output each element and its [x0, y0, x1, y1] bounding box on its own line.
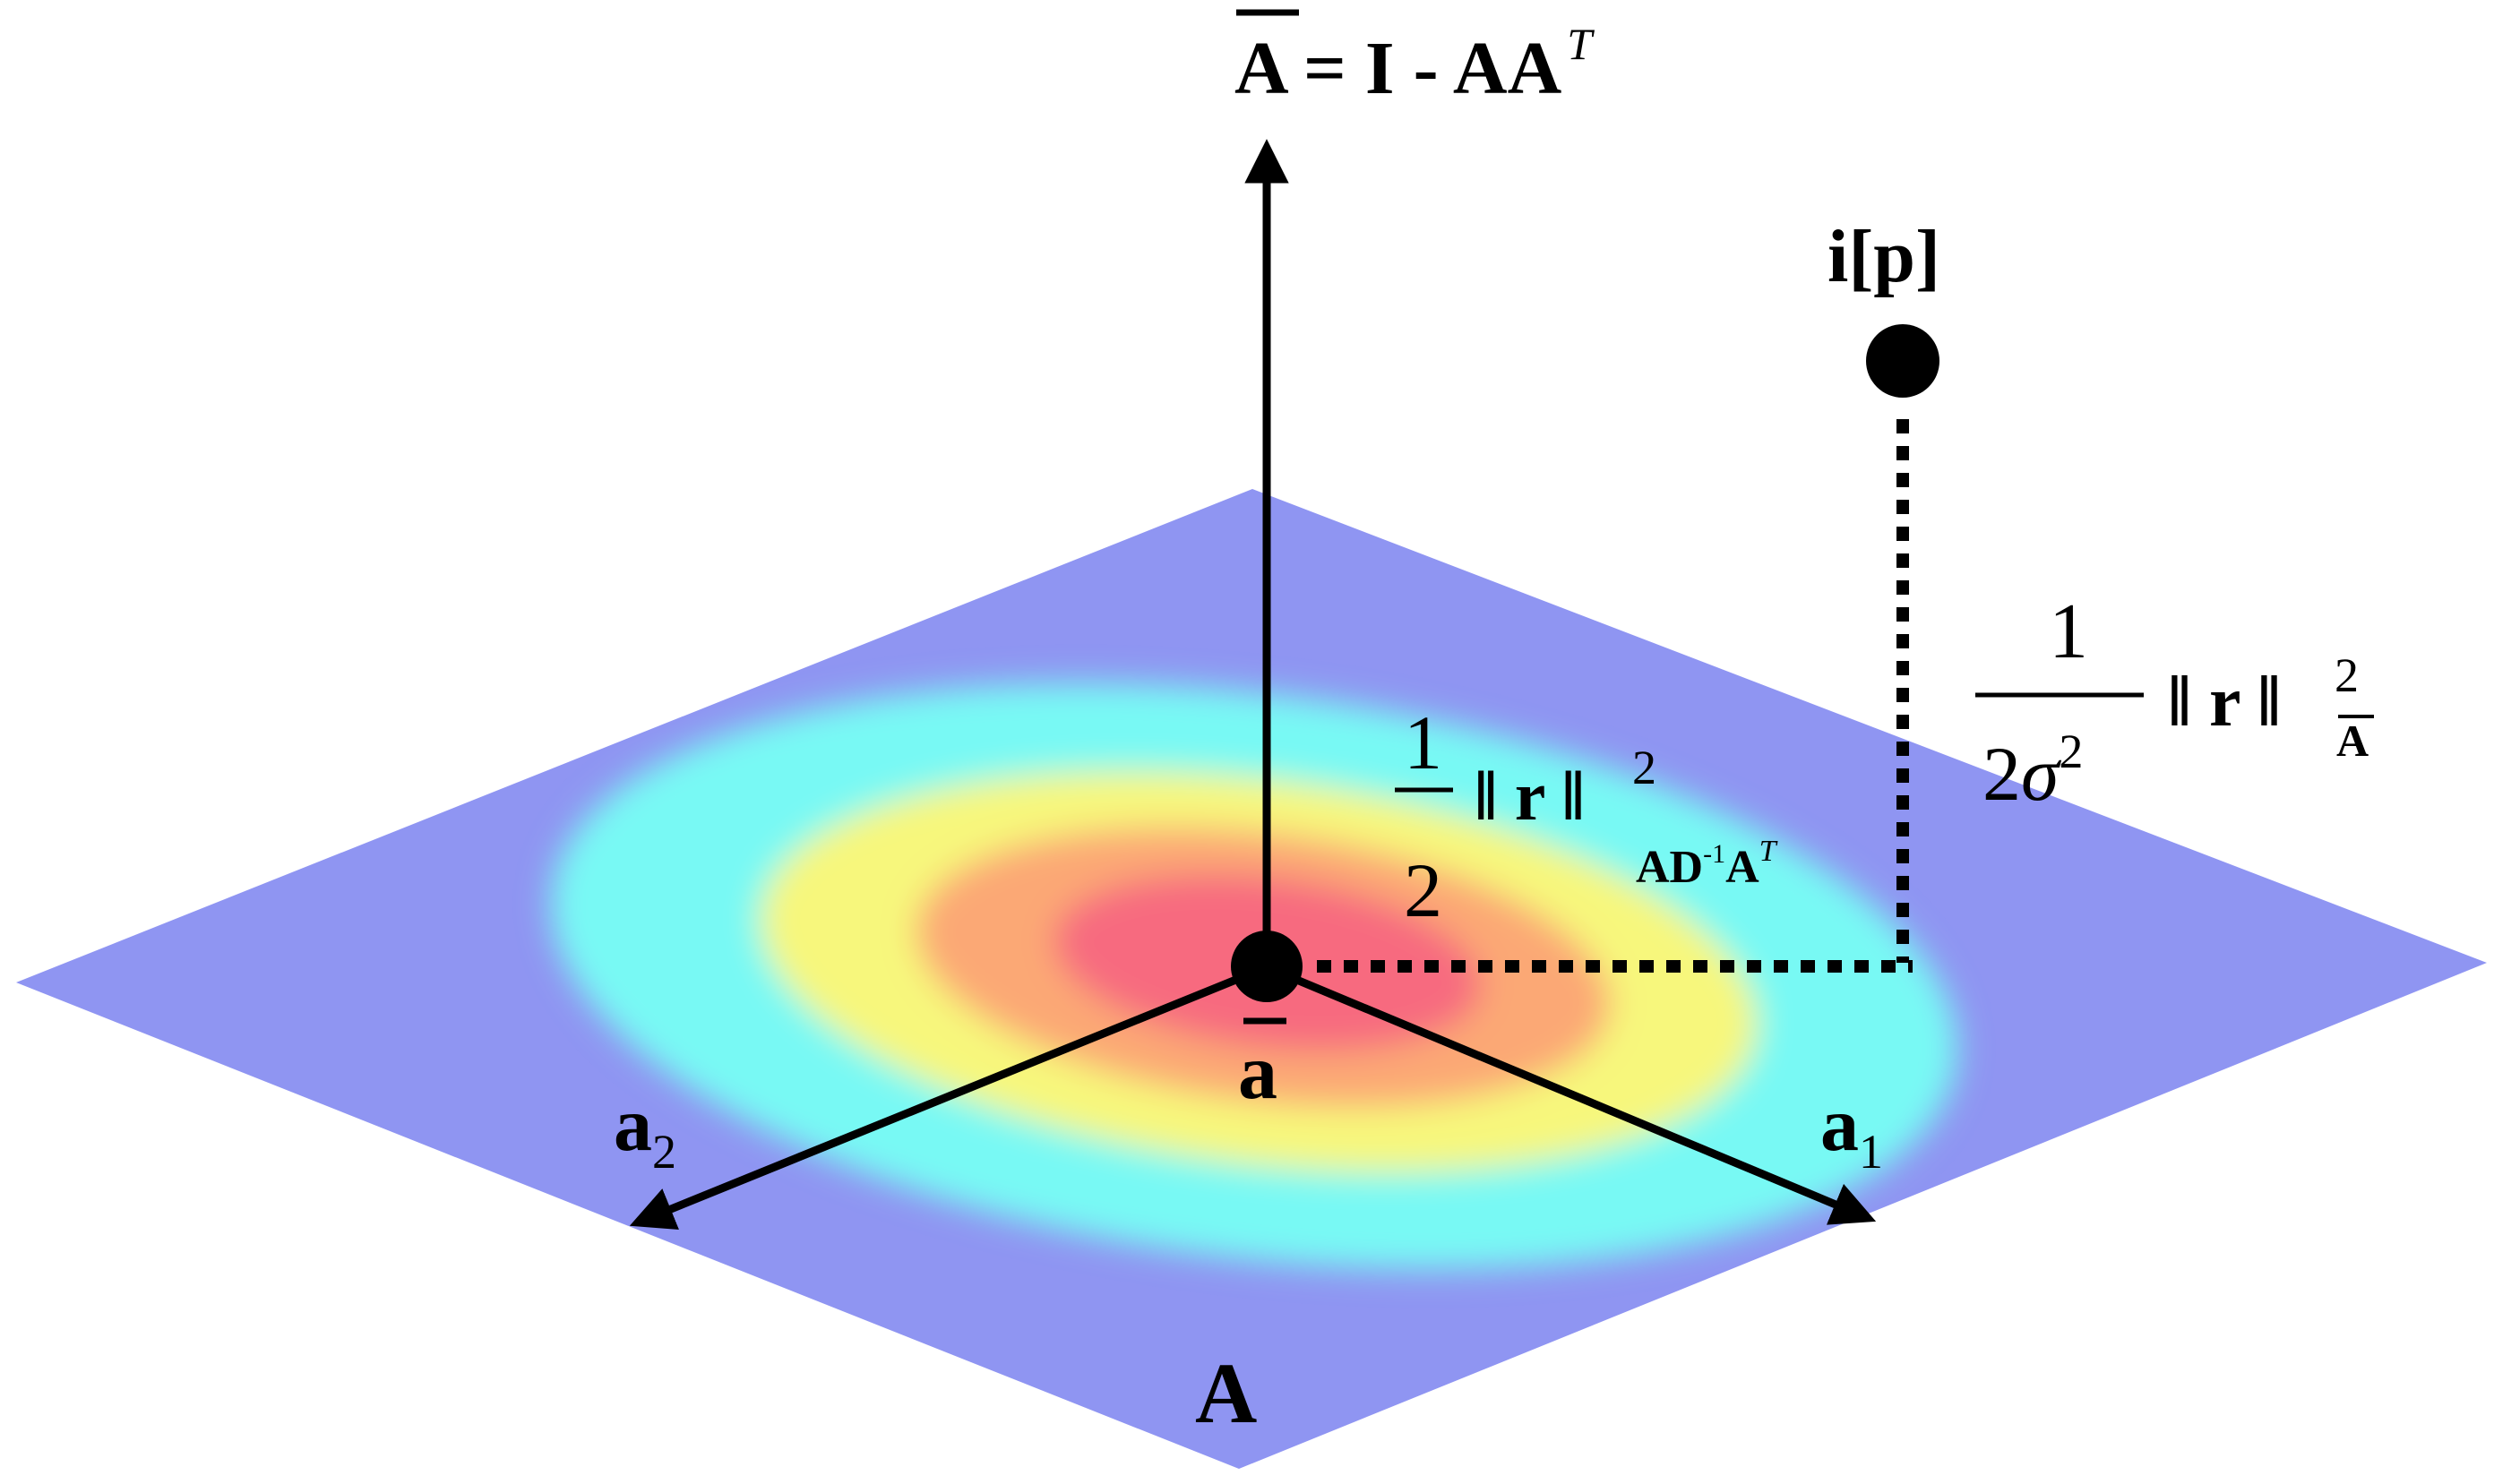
outer-formula-den-sup: 2: [2059, 725, 2083, 778]
outer-formula-sup: 2: [2335, 648, 2359, 702]
inner-formula-sub-exp: -1: [1703, 839, 1725, 869]
inner-formula-norm: ‖ r ‖: [1475, 757, 1585, 835]
plane-label: A: [1195, 1345, 1257, 1441]
observed-point: [1866, 324, 1939, 398]
svg-text:A = I - AAT: A = I - AAT: [1234, 19, 1595, 110]
axis-a2-arrow: [629, 963, 1268, 1231]
outer-formula-den-sigma: σ: [2021, 731, 2062, 817]
outer-distance-formula: 1 2σ2 ‖ r ‖ 2 A: [1975, 588, 2374, 817]
inner-formula-num: 1: [1404, 699, 1442, 785]
top-eq-sup: T: [1567, 19, 1595, 69]
inner-formula-sub-t: T: [1759, 835, 1778, 868]
axis-a1-label: a1: [1820, 1081, 1883, 1179]
mean-point: [1231, 931, 1303, 1002]
top-eq-lhs: A: [1234, 27, 1289, 110]
inner-formula-sub-ad: AD: [1636, 842, 1703, 893]
axis-a2-label: a2: [614, 1081, 676, 1179]
inner-formula-sub-a: A: [1725, 842, 1759, 893]
center-label-text: a: [1238, 1029, 1277, 1116]
outer-formula-norm: ‖ r ‖: [2168, 663, 2281, 742]
point-label: i[p]: [1828, 215, 1940, 298]
axis-a1-label-main: a: [1820, 1081, 1859, 1167]
axis-a1-label-sub: 1: [1859, 1125, 1883, 1179]
center-label: a: [1238, 1017, 1286, 1116]
axis-a2-label-sub: 2: [652, 1125, 676, 1179]
outer-formula-den-two: 2: [1982, 731, 2021, 817]
inner-distance-formula: 1 2 ‖ r ‖ 2 AD-1AT: [1395, 699, 1778, 933]
inner-formula-den: 2: [1404, 847, 1442, 933]
axis-a1-arrow: [1265, 963, 1877, 1225]
top-eq-mid: = I - AA: [1285, 27, 1562, 110]
outer-formula-den: 2σ2: [1982, 725, 2083, 817]
axis-a2-label-main: a: [614, 1081, 652, 1167]
inner-formula-sub: AD-1AT: [1636, 835, 1778, 893]
outer-formula-sub: A: [2336, 716, 2369, 766]
inner-formula-sup: 2: [1632, 741, 1656, 794]
outer-formula-num: 1: [2049, 588, 2088, 675]
